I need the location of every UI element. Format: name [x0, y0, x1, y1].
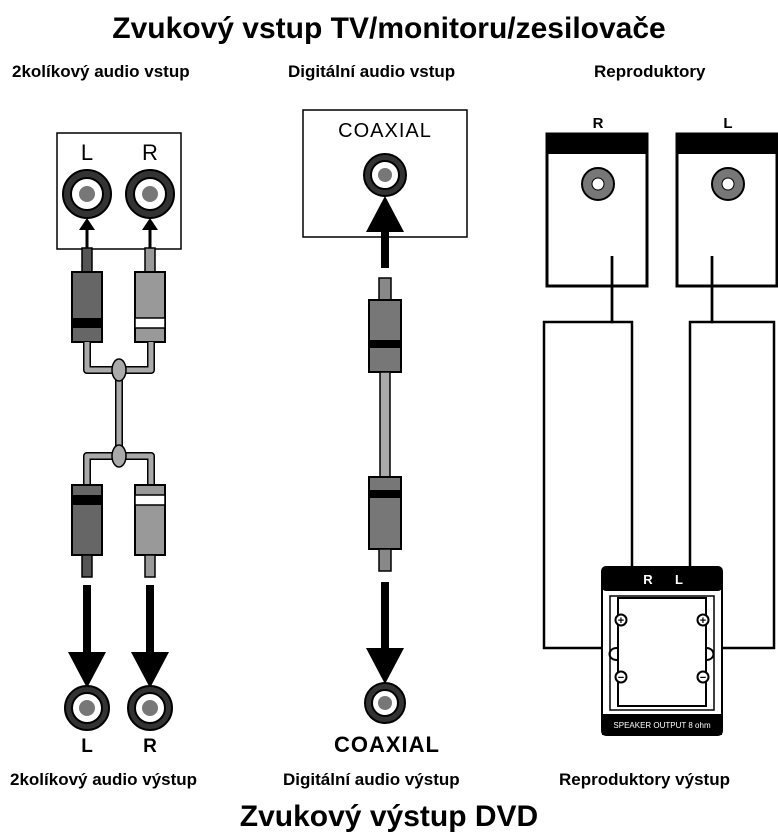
analog-input-header: 2kolíkový audio vstup: [12, 62, 190, 81]
analog-splitter-bottom: [111, 444, 127, 468]
digital-input-label: COAXIAL: [338, 120, 432, 142]
digital-upper-arrow: [366, 196, 404, 268]
terminal-wire-hooks: [608, 647, 715, 661]
digital-output-label: COAXIAL: [334, 732, 440, 757]
speakers-header: Reproduktory: [594, 62, 706, 81]
digital-input-header: Digitální audio vstup: [288, 62, 456, 81]
analog-input-jack-right[interactable]: [125, 169, 175, 219]
speakers-output-footer: Reproduktory výstup: [559, 770, 730, 789]
terminal-plus-right: +: [614, 613, 628, 627]
terminal-right-label: R: [643, 572, 653, 587]
speaker-right: [545, 132, 649, 288]
analog-input-jack-left[interactable]: [62, 169, 112, 219]
svg-text:−: −: [618, 672, 624, 684]
digital-lower-plug: [368, 476, 402, 572]
analog-output-jack-right[interactable]: [127, 685, 173, 731]
analog-output-left-label: L: [81, 736, 93, 757]
svg-text:+: +: [700, 615, 706, 627]
analog-input-right-label: R: [142, 140, 158, 165]
analog-output-jack-left[interactable]: [64, 685, 110, 731]
analog-upper-plug-right: [134, 247, 166, 343]
terminal-minus-left: −: [696, 670, 710, 684]
digital-output-footer: Digitální audio výstup: [283, 770, 460, 789]
analog-lower-plug-left: [71, 484, 103, 578]
analog-output-footer: 2kolíkový audio výstup: [10, 770, 198, 789]
digital-output-jack[interactable]: [364, 682, 406, 724]
svg-text:+: +: [618, 615, 624, 627]
digital-upper-plug: [368, 277, 402, 373]
terminal-plus-left: +: [696, 613, 710, 627]
analog-splitter-top: [111, 358, 127, 382]
analog-upper-arrows: [79, 218, 158, 250]
svg-text:−: −: [700, 672, 706, 684]
digital-cable: [379, 371, 391, 478]
terminal-left-label: L: [675, 572, 683, 587]
speaker-terminal-box: R L SPEAKER OUTPUT 8 ohm: [601, 566, 723, 736]
analog-upper-plug-left: [71, 247, 103, 343]
speaker-left-label: L: [723, 115, 732, 132]
digital-lower-arrow: [366, 582, 404, 684]
digital-input-jack[interactable]: [363, 153, 407, 197]
analog-input-left-label: L: [81, 140, 93, 165]
bottom-title: Zvukový výstup DVD: [239, 800, 539, 833]
analog-output-right-label: R: [143, 736, 157, 757]
analog-lower-plug-right: [134, 484, 166, 578]
analog-lower-arrows: [68, 585, 169, 688]
terminal-caption: SPEAKER OUTPUT 8 ohm: [613, 721, 711, 730]
speaker-left: [675, 132, 778, 288]
speaker-right-label: R: [593, 115, 604, 132]
terminal-minus-right: −: [614, 670, 628, 684]
top-title: Zvukový vstup TV/monitoru/zesilovače: [112, 12, 666, 45]
